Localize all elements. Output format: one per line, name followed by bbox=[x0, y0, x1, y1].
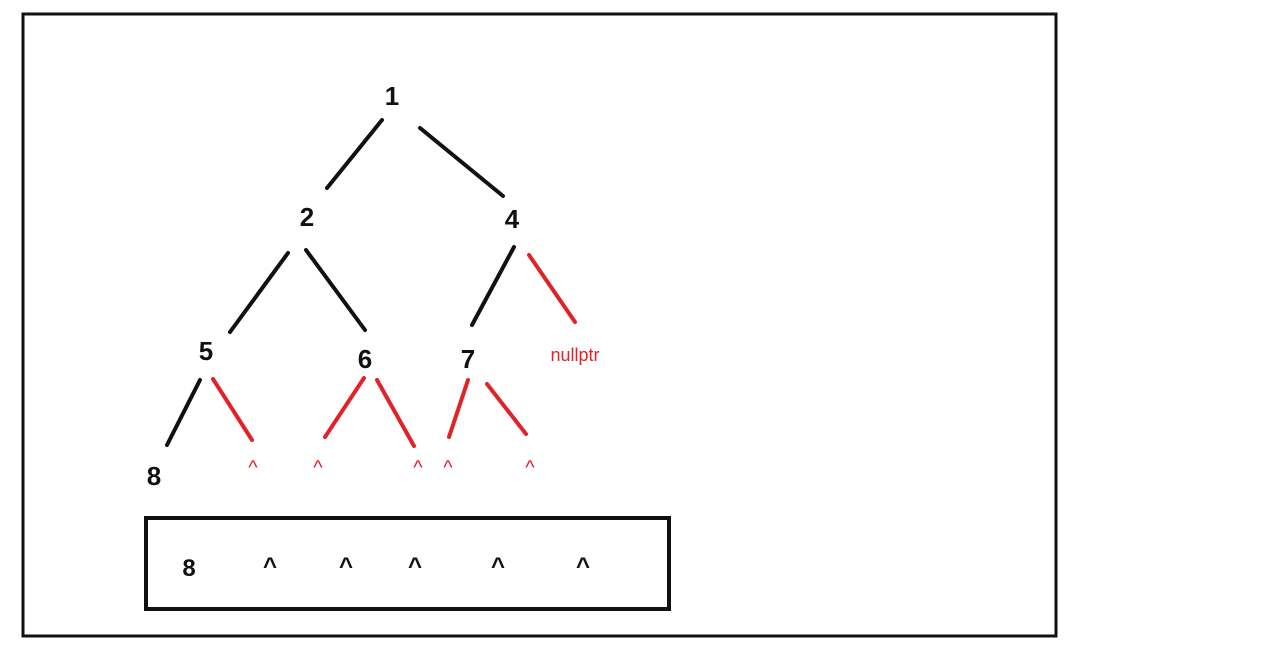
node-6: 6 bbox=[357, 344, 373, 374]
edge-1-4 bbox=[418, 126, 505, 198]
null-edge-6-left bbox=[323, 376, 366, 439]
node-5: 5 bbox=[198, 336, 214, 366]
null-6-right-label: ^ bbox=[413, 457, 423, 479]
null-edge-4-right bbox=[527, 253, 577, 324]
queue-item: ^ bbox=[575, 553, 591, 580]
null-edges bbox=[211, 253, 577, 448]
queue-item: ^ bbox=[262, 553, 278, 580]
null-5-right-label: ^ bbox=[248, 457, 258, 479]
null-7-right-label: ^ bbox=[525, 457, 535, 479]
outer-frame bbox=[21, 12, 1058, 638]
node-7: 7 bbox=[460, 344, 476, 374]
null-edge-7-right bbox=[485, 382, 528, 436]
queue-item: 8 bbox=[182, 555, 196, 582]
node-1: 1 bbox=[384, 81, 400, 111]
edge-2-5 bbox=[228, 251, 290, 334]
null-edge-7-left bbox=[447, 378, 470, 439]
node-2: 2 bbox=[299, 202, 315, 232]
edge-5-8 bbox=[165, 378, 202, 447]
null-7-left-label: ^ bbox=[443, 457, 453, 479]
edge-1-2 bbox=[325, 118, 384, 190]
tree-edges bbox=[165, 118, 516, 447]
queue-item: ^ bbox=[407, 553, 423, 580]
null-edge-5-right bbox=[211, 377, 254, 442]
null-4-right-label: nullptr bbox=[550, 345, 600, 365]
queue-item: ^ bbox=[338, 553, 354, 580]
edge-4-7 bbox=[470, 245, 516, 327]
queue-box bbox=[144, 516, 671, 611]
node-8: 8 bbox=[146, 461, 162, 491]
null-edge-6-right bbox=[375, 378, 416, 448]
null-6-left-label: ^ bbox=[313, 457, 323, 479]
edge-2-6 bbox=[304, 248, 367, 332]
node-4: 4 bbox=[504, 204, 520, 234]
queue-item: ^ bbox=[490, 553, 506, 580]
